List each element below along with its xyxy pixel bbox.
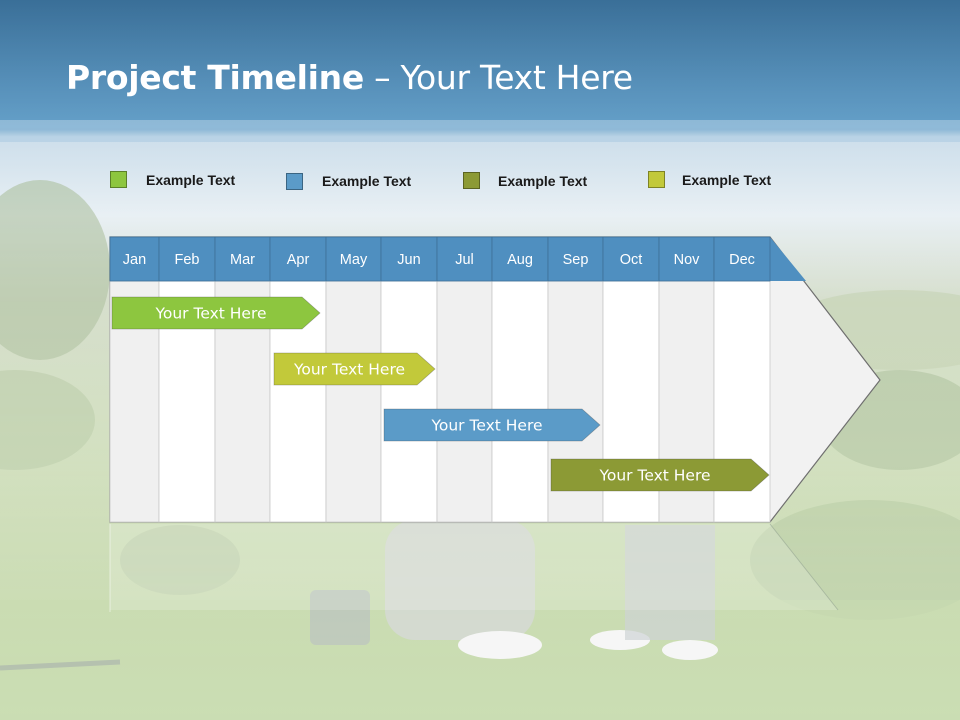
month-label: Jul xyxy=(455,252,474,268)
month-header-feb xyxy=(158,236,216,282)
task-bar-4[interactable] xyxy=(550,458,770,492)
month-column-jul xyxy=(436,280,493,523)
header-tip xyxy=(770,237,806,281)
month-label: Feb xyxy=(175,252,200,268)
title-bold: Project Timeline xyxy=(66,58,364,97)
task-bar-1[interactable] xyxy=(111,296,321,330)
month-label: Apr xyxy=(287,252,310,268)
timeline-reflection xyxy=(110,524,838,610)
legend-label-1: Example Text xyxy=(146,172,236,188)
legend-swatch-blue xyxy=(286,173,303,190)
task-bar-label: Your Text Here xyxy=(598,467,710,485)
legend-label-4: Example Text xyxy=(682,172,772,188)
month-header-apr xyxy=(269,236,327,282)
task-bar-label: Your Text Here xyxy=(293,361,405,379)
month-header-mar xyxy=(214,236,271,282)
month-header-jul xyxy=(436,236,493,282)
month-header-sep xyxy=(547,236,604,282)
page-title: Project Timeline – Your Text Here xyxy=(66,58,633,97)
task-bar-3[interactable] xyxy=(383,408,601,442)
task-bar-label: Your Text Here xyxy=(154,305,266,323)
task-bar-2[interactable] xyxy=(273,352,436,386)
month-column-jun xyxy=(380,280,438,523)
month-label: Sep xyxy=(563,252,589,268)
month-label: May xyxy=(340,252,368,268)
month-header-jun xyxy=(380,236,438,282)
month-header-dec xyxy=(713,236,771,282)
month-label: Jun xyxy=(397,252,420,268)
month-label: Oct xyxy=(620,252,643,268)
legend-swatch-olive xyxy=(463,172,480,189)
month-column-aug xyxy=(491,280,549,523)
month-header-aug xyxy=(491,236,549,282)
month-label: Jan xyxy=(123,252,146,268)
legend-swatch-yellow-green xyxy=(648,171,665,188)
month-label: Mar xyxy=(230,252,255,268)
legend-label-3: Example Text xyxy=(498,173,588,189)
month-label: Nov xyxy=(674,252,701,268)
month-label: Aug xyxy=(507,252,533,268)
month-label: Dec xyxy=(729,252,755,268)
legend-label-2: Example Text xyxy=(322,173,412,189)
legend-swatch-green xyxy=(110,171,127,188)
month-column-may xyxy=(325,280,382,523)
month-header-may xyxy=(325,236,382,282)
month-header-oct xyxy=(602,236,660,282)
title-rest: – Your Text Here xyxy=(363,58,633,97)
task-bar-label: Your Text Here xyxy=(430,417,542,435)
